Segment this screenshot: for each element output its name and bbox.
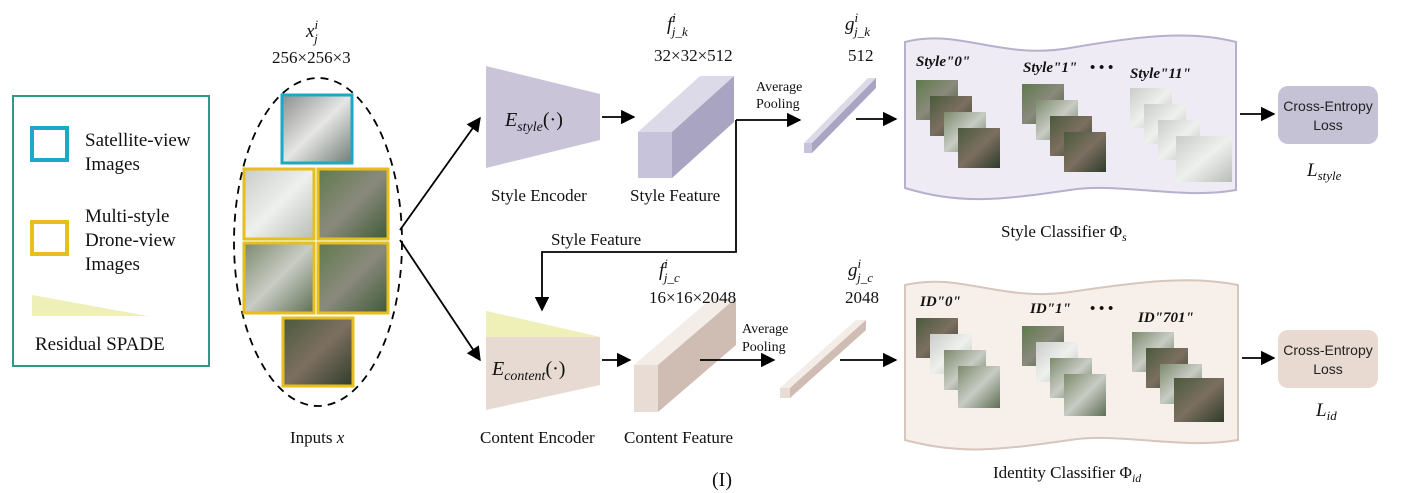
drone-image-3	[242, 241, 316, 315]
legend-satellite-line2: Images	[85, 154, 140, 175]
style-loss-line1: Cross-Entropy	[1283, 98, 1372, 114]
content-feature-label: Content Feature	[624, 428, 733, 447]
style-class-0-images	[916, 80, 1000, 168]
content-feature-top	[634, 298, 736, 365]
style-loss-line2: Loss	[1313, 117, 1343, 133]
inputs-caption: Inputs x	[290, 428, 345, 447]
content-class-701-images	[1132, 332, 1224, 422]
content-vector-top	[780, 320, 866, 388]
content-vector-side	[790, 320, 866, 398]
content-f-dims: 16×16×2048	[649, 288, 736, 307]
style-pool-line2: Pooling	[756, 97, 800, 112]
style-class-1-images	[1022, 84, 1106, 172]
content-pool-line2: Pooling	[742, 340, 786, 355]
cross-style-feature-label: Style Feature	[551, 230, 641, 249]
legend-satellite-line1: Satellite-view	[85, 130, 191, 151]
content-class-701: ID"701"	[1137, 310, 1194, 326]
content-class-1-images	[1022, 326, 1106, 416]
style-loss-box	[1278, 86, 1378, 144]
style-feature-front	[638, 132, 672, 178]
content-loss-symbol: Lid	[1315, 400, 1337, 423]
style-class-0: Style"0"	[916, 54, 970, 70]
drone-swatch	[30, 220, 69, 256]
style-g-dims: 512	[848, 46, 874, 65]
drone-image-1	[242, 167, 316, 241]
content-spade-wedge	[486, 311, 600, 337]
input-dims: 256×256×3	[272, 48, 351, 67]
content-class-0: ID"0"	[919, 294, 961, 310]
content-loss-line1: Cross-Entropy	[1283, 342, 1372, 358]
content-class-1: ID"1"	[1029, 301, 1071, 317]
content-encoder-symbol: Econtent(·)	[491, 358, 565, 384]
legend-drone-line1: Multi-style	[85, 206, 169, 227]
content-encoder-label: Content Encoder	[480, 428, 595, 447]
style-feature-top	[638, 76, 734, 132]
drone-image-5	[281, 316, 355, 388]
style-feature-label: Style Feature	[630, 186, 720, 205]
arrow-to-style-encoder	[399, 116, 481, 231]
spade-swatch	[32, 295, 148, 316]
style-ellipsis: • • •	[1090, 60, 1113, 76]
content-class-0-images	[916, 318, 1000, 408]
content-loss-line2: Loss	[1313, 361, 1343, 377]
legend: Satellite-view Images Multi-style Drone-…	[12, 95, 210, 367]
satellite-image	[280, 93, 354, 165]
style-classifier-label: Style Classifier Φs	[1001, 222, 1127, 244]
style-encoder-symbol: Estyle(·)	[504, 109, 563, 135]
content-pool-line1: Average	[742, 322, 788, 337]
legend-border	[12, 95, 210, 367]
content-g-dims: 2048	[845, 288, 879, 307]
style-feature-side	[672, 76, 734, 178]
content-feature-front	[634, 365, 658, 412]
legend-drone-line2: Drone-view	[85, 230, 176, 251]
style-class-11-images	[1130, 88, 1232, 182]
figure-caption: (I)	[712, 469, 732, 491]
drone-image-2	[316, 167, 390, 241]
style-class-1: Style"1"	[1023, 60, 1077, 76]
legend-spade: Residual SPADE	[35, 334, 165, 355]
style-vector-front	[804, 143, 812, 153]
style-encoder	[486, 66, 600, 168]
style-encoder-label: Style Encoder	[491, 186, 587, 205]
style-pool-line1: Average	[756, 80, 802, 95]
content-classifier-label: Identity Classifier Φid	[993, 463, 1142, 485]
style-loss-symbol: Lstyle	[1306, 160, 1342, 183]
content-feature-side	[658, 298, 736, 412]
content-loss-box	[1278, 330, 1378, 388]
legend-drone-line3: Images	[85, 254, 140, 275]
drone-image-4	[316, 241, 390, 315]
style-feature-cross-arrow	[534, 120, 737, 312]
content-vector-front	[780, 388, 790, 398]
arrow-to-content-encoder	[399, 239, 481, 362]
style-f-dims: 32×32×512	[654, 46, 733, 65]
content-ellipsis: • • •	[1090, 301, 1113, 317]
style-vector-top	[804, 78, 876, 143]
satellite-swatch	[30, 126, 69, 162]
style-class-11: Style"11"	[1130, 66, 1191, 82]
style-vector-side	[812, 78, 876, 153]
